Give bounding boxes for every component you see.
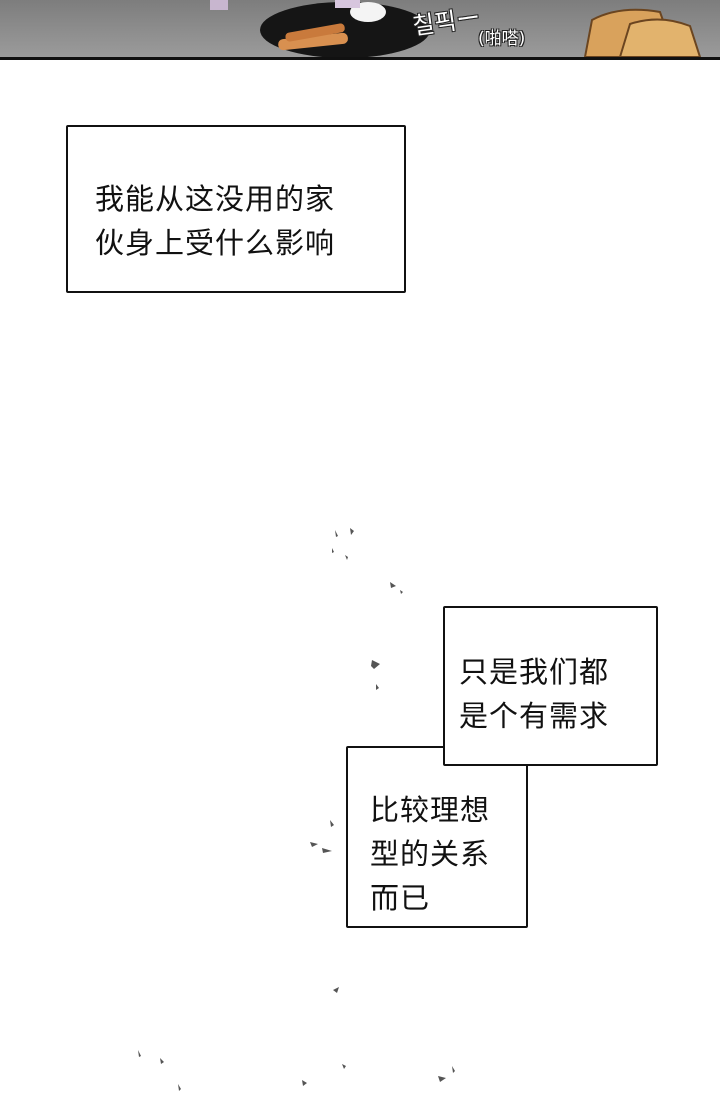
speckle [345, 555, 348, 560]
character-detail [335, 0, 360, 8]
caption-line: 伙身上受什么影响 [95, 226, 336, 260]
speckle [302, 1080, 307, 1086]
speckle [438, 1076, 446, 1082]
comic-artwork [210, 0, 702, 57]
speckle [342, 1064, 346, 1069]
speckle [350, 528, 354, 535]
speckle [332, 548, 334, 553]
speckle [371, 660, 380, 669]
speckle [390, 582, 396, 588]
bacon-strip [285, 23, 345, 42]
speckle [310, 842, 318, 847]
sound-effect-translation: (啪嗒) [478, 29, 526, 49]
caption-line: 型的关系 [370, 837, 491, 871]
speckle [160, 1058, 164, 1064]
caption-line: 我能从这没用的家 [95, 182, 336, 216]
top-comic-panel: 칠픽ー (啪嗒) [0, 0, 720, 60]
speckle [400, 590, 403, 594]
character-detail [210, 0, 228, 10]
speckle [138, 1050, 141, 1057]
speckle [333, 987, 339, 993]
bread-slice [618, 18, 702, 57]
caption-box-3: 比较理想 型的关系 而已 [346, 746, 528, 928]
speckle [322, 848, 332, 853]
speckle [452, 1066, 455, 1073]
caption-box-2: 只是我们都 是个有需求 [443, 606, 658, 766]
speckle [330, 820, 334, 827]
speckle [178, 1084, 181, 1091]
speckle [376, 684, 379, 690]
caption-line: 而已 [370, 881, 431, 915]
bacon-strip [278, 32, 348, 51]
caption-line: 是个有需求 [459, 699, 610, 733]
caption-line: 只是我们都 [459, 655, 610, 689]
speckle [335, 530, 338, 537]
caption-box-1: 我能从这没用的家 伙身上受什么影响 [66, 125, 406, 293]
caption-line: 比较理想 [370, 793, 491, 827]
